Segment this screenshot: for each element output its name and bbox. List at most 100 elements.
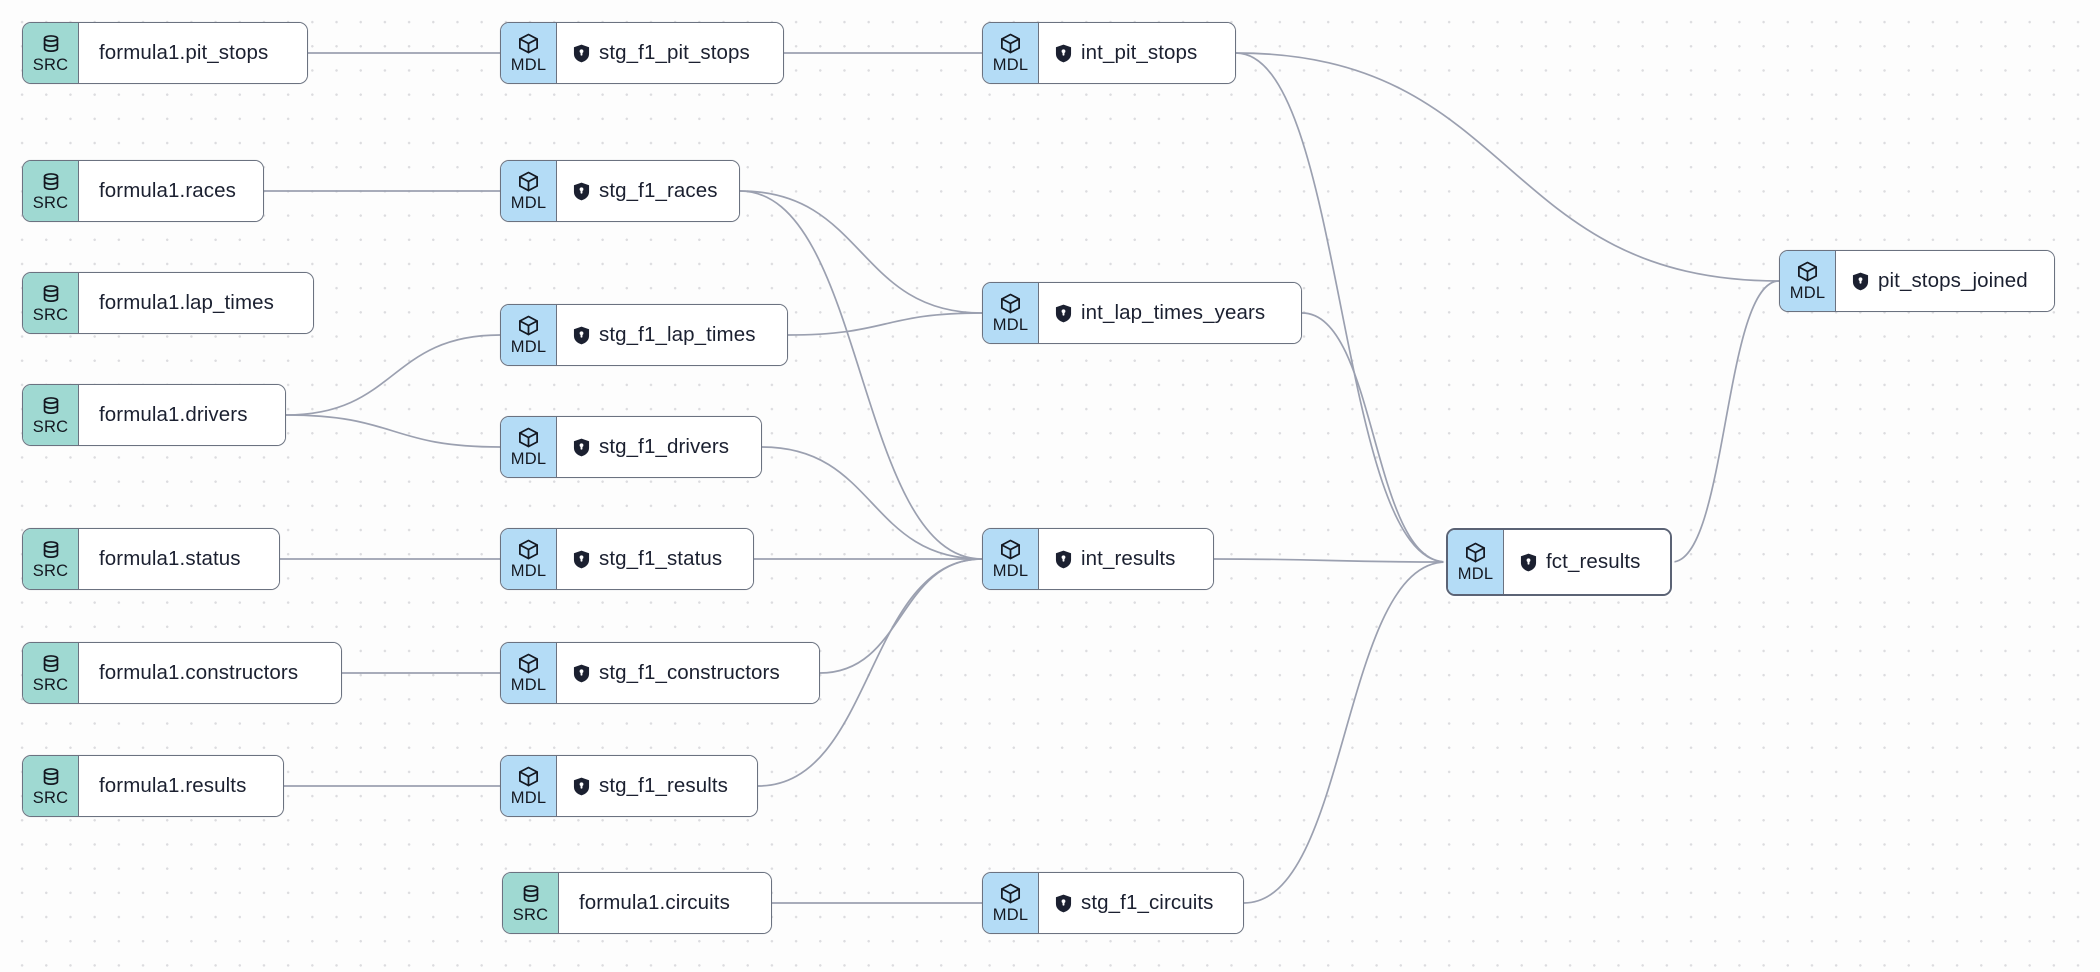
badge-label: SRC <box>512 905 549 924</box>
model-badge: MDL <box>983 23 1039 83</box>
badge-label: MDL <box>510 450 547 469</box>
graph-node-int_results[interactable]: MDL int_results <box>982 528 1214 590</box>
badge-label: MDL <box>992 906 1029 925</box>
graph-node-fct_results[interactable]: MDL fct_results <box>1446 528 1672 596</box>
database-icon <box>40 33 62 55</box>
badge-label: SRC <box>32 305 69 324</box>
badge-label: MDL <box>992 562 1029 581</box>
shield-icon <box>1055 550 1072 569</box>
edge-stg_drivers-to-int_results <box>761 446 983 560</box>
badge-label: SRC <box>32 788 69 807</box>
model-badge: MDL <box>501 417 557 477</box>
cube-icon <box>517 314 540 337</box>
node-label: formula1.drivers <box>99 403 248 426</box>
node-label: stg_f1_pit_stops <box>599 41 750 64</box>
graph-node-stg_lap_times[interactable]: MDL stg_f1_lap_times <box>500 304 788 366</box>
graph-node-src_races[interactable]: SRC formula1.races <box>22 160 264 222</box>
badge-label: MDL <box>510 56 547 75</box>
shield-icon <box>573 44 590 63</box>
node-label: stg_f1_races <box>599 179 718 202</box>
source-badge: SRC <box>23 643 79 703</box>
shield-icon <box>1520 553 1537 572</box>
database-icon <box>40 766 62 788</box>
cube-icon <box>999 882 1022 905</box>
database-icon <box>520 883 542 905</box>
edge-stg_circuits-to-fct_results <box>1243 561 1447 904</box>
node-body: formula1.results <box>79 756 283 816</box>
node-label: formula1.lap_times <box>99 291 274 314</box>
badge-label: MDL <box>510 338 547 357</box>
database-icon <box>40 653 62 675</box>
node-body: stg_f1_constructors <box>557 643 819 703</box>
node-label: stg_f1_circuits <box>1081 891 1214 914</box>
cube-icon <box>517 170 540 193</box>
node-body: pit_stops_joined <box>1836 251 2054 311</box>
source-badge: SRC <box>23 161 79 221</box>
node-body: stg_f1_pit_stops <box>557 23 783 83</box>
badge-label: SRC <box>32 55 69 74</box>
node-body: int_results <box>1039 529 1213 589</box>
graph-node-stg_status[interactable]: MDL stg_f1_status <box>500 528 754 590</box>
badge-label: SRC <box>32 561 69 580</box>
database-icon <box>40 539 62 561</box>
edge-stg_races-to-int_results <box>739 190 983 560</box>
model-badge: MDL <box>983 873 1039 933</box>
edge-stg_constructors-to-int_results <box>819 558 983 674</box>
cube-icon <box>999 538 1022 561</box>
node-label: stg_f1_drivers <box>599 435 730 458</box>
graph-node-int_lap_times_years[interactable]: MDL int_lap_times_years <box>982 282 1302 344</box>
edge-src_drivers-to-stg_drivers <box>285 414 501 448</box>
shield-icon <box>573 664 590 683</box>
graph-node-stg_constructors[interactable]: MDL stg_f1_constructors <box>500 642 820 704</box>
shield-icon <box>573 777 590 796</box>
node-body: stg_f1_circuits <box>1039 873 1243 933</box>
edge-stg_lap_times-to-int_lap_times_years <box>787 312 983 336</box>
shield-icon <box>573 182 590 201</box>
graph-node-stg_drivers[interactable]: MDL stg_f1_drivers <box>500 416 762 478</box>
source-badge: SRC <box>23 756 79 816</box>
model-badge: MDL <box>983 283 1039 343</box>
cube-icon <box>517 538 540 561</box>
node-label: formula1.races <box>99 179 236 202</box>
graph-node-stg_results[interactable]: MDL stg_f1_results <box>500 755 758 817</box>
node-body: int_lap_times_years <box>1039 283 1301 343</box>
node-label: stg_f1_status <box>599 547 723 570</box>
database-icon <box>40 395 62 417</box>
node-label: fct_results <box>1546 550 1641 573</box>
model-badge: MDL <box>1448 530 1504 594</box>
graph-node-pit_stops_joined[interactable]: MDL pit_stops_joined <box>1779 250 2055 312</box>
graph-node-src_results[interactable]: SRC formula1.results <box>22 755 284 817</box>
badge-label: SRC <box>32 675 69 694</box>
badge-label: MDL <box>510 676 547 695</box>
edge-int_pit_stops-to-pit_stops_joined <box>1235 52 1780 282</box>
source-badge: SRC <box>23 23 79 83</box>
model-badge: MDL <box>501 756 557 816</box>
cube-icon <box>517 765 540 788</box>
badge-label: MDL <box>1457 565 1494 584</box>
model-badge: MDL <box>501 529 557 589</box>
graph-node-stg_races[interactable]: MDL stg_f1_races <box>500 160 740 222</box>
graph-node-stg_circuits[interactable]: MDL stg_f1_circuits <box>982 872 1244 934</box>
node-body: stg_f1_lap_times <box>557 305 787 365</box>
cube-icon <box>1464 541 1487 564</box>
graph-node-src_lap_times[interactable]: SRC formula1.lap_times <box>22 272 314 334</box>
node-label: formula1.status <box>99 547 241 570</box>
graph-node-stg_pit_stops[interactable]: MDL stg_f1_pit_stops <box>500 22 784 84</box>
model-badge: MDL <box>501 643 557 703</box>
source-badge: SRC <box>23 529 79 589</box>
model-badge: MDL <box>501 161 557 221</box>
badge-label: MDL <box>510 194 547 213</box>
graph-node-src_status[interactable]: SRC formula1.status <box>22 528 280 590</box>
edge-int_lap_times_years-to-fct_results <box>1301 312 1447 563</box>
node-body: formula1.lap_times <box>79 273 313 333</box>
node-body: stg_f1_status <box>557 529 753 589</box>
node-label: stg_f1_results <box>599 774 729 797</box>
badge-label: MDL <box>1789 284 1826 303</box>
badge-label: MDL <box>992 316 1029 335</box>
